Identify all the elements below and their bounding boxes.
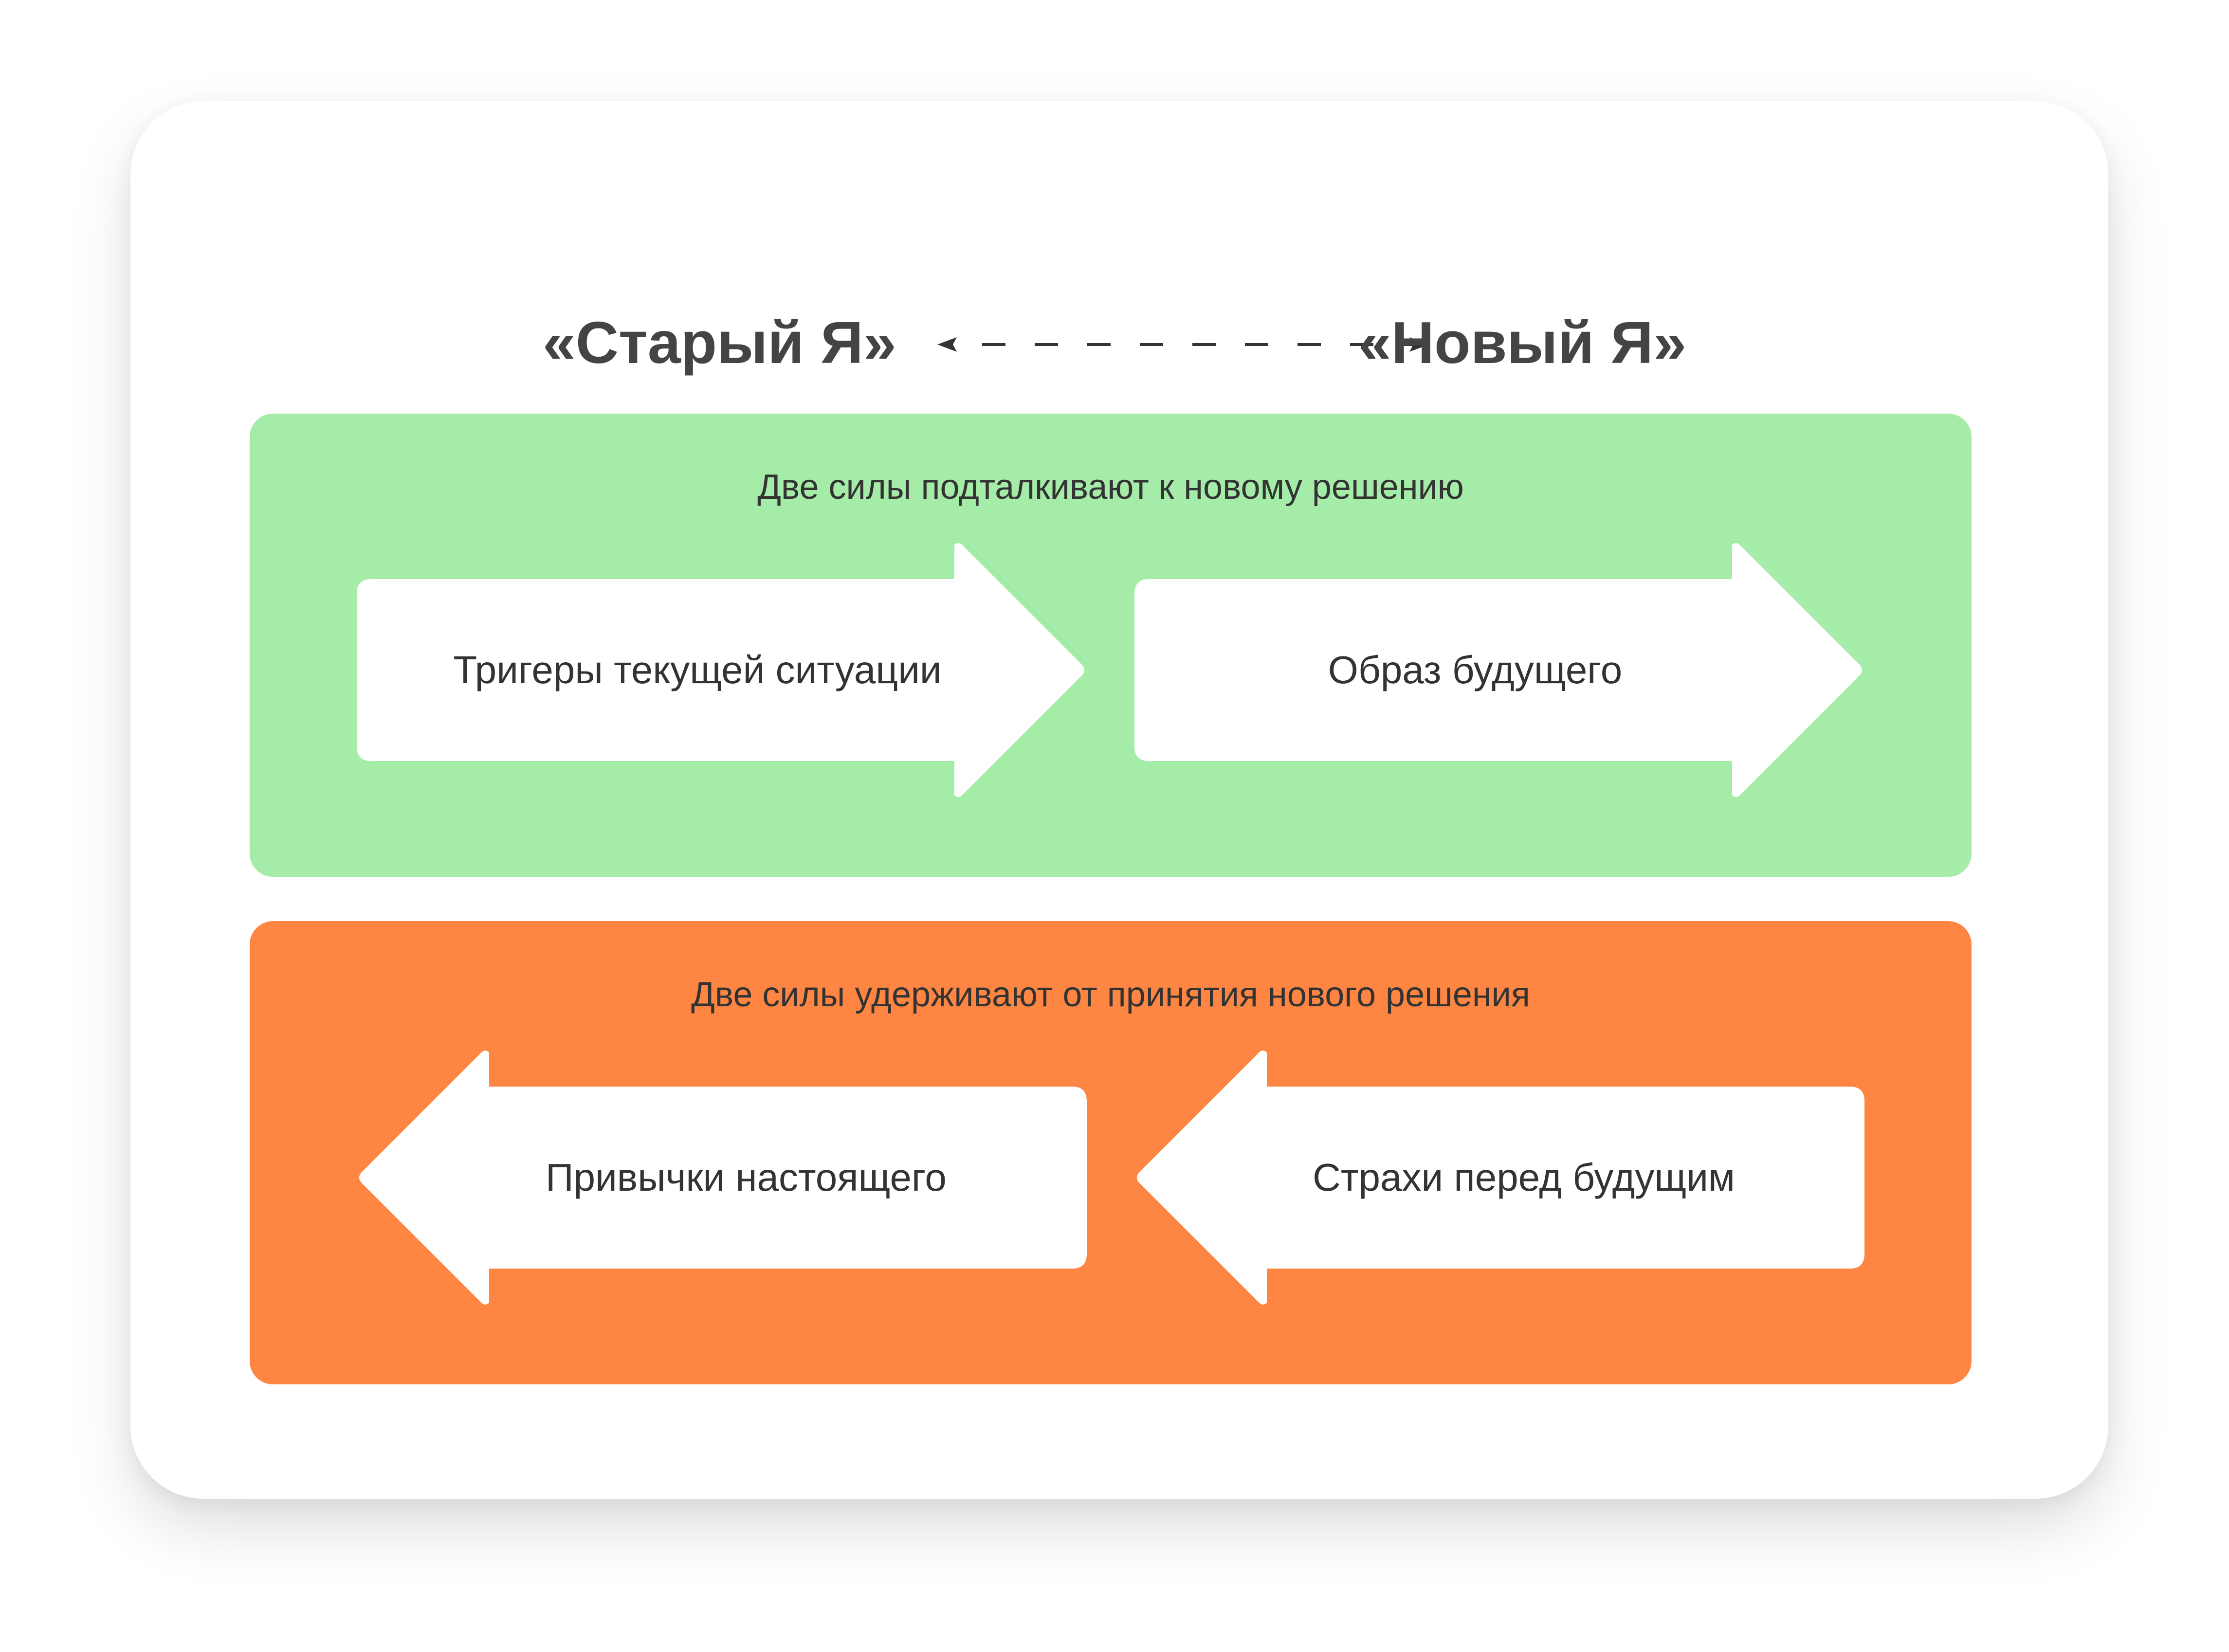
arrow-present-habits: Привычки настоящего <box>357 1049 1087 1307</box>
right-arrow-shape <box>357 543 1084 797</box>
push-forces-caption: Две силы подталкивают к новому решению <box>757 468 1464 507</box>
left-arrow-shape <box>1137 1051 1864 1305</box>
arrow-future-image: Образ будущего <box>1134 541 1864 799</box>
right-arrow-shape <box>1134 543 1862 797</box>
arrow-label: Образ будущего <box>1328 648 1623 691</box>
arrow-current-triggers: Тригеры текущей ситуации <box>357 541 1087 799</box>
arrow-label: Тригеры текущей ситуации <box>453 648 942 691</box>
arrow-label: Привычки настоящего <box>546 1156 947 1199</box>
restraint-forces-panel: Две силы удерживают от принятия нового р… <box>250 921 1972 1384</box>
new-self-title: «Новый Я» <box>1358 309 1687 376</box>
diagram-card: «Старый Я» «Новый Я» Две силы подталкива… <box>130 101 2108 1499</box>
left-arrow-shape <box>359 1051 1087 1305</box>
bidirectional-dashed-arrow <box>937 337 1429 352</box>
arrow-label: Страхи перед будущим <box>1313 1156 1735 1199</box>
arrow-future-fears: Страхи перед будущим <box>1134 1049 1864 1307</box>
restraint-forces-caption: Две силы удерживают от принятия нового р… <box>691 975 1530 1014</box>
old-self-title: «Старый Я» <box>543 309 896 376</box>
push-forces-panel: Две силы подталкивают к новому решению Т… <box>250 414 1972 877</box>
header-row: «Старый Я» «Новый Я» <box>130 291 2108 388</box>
